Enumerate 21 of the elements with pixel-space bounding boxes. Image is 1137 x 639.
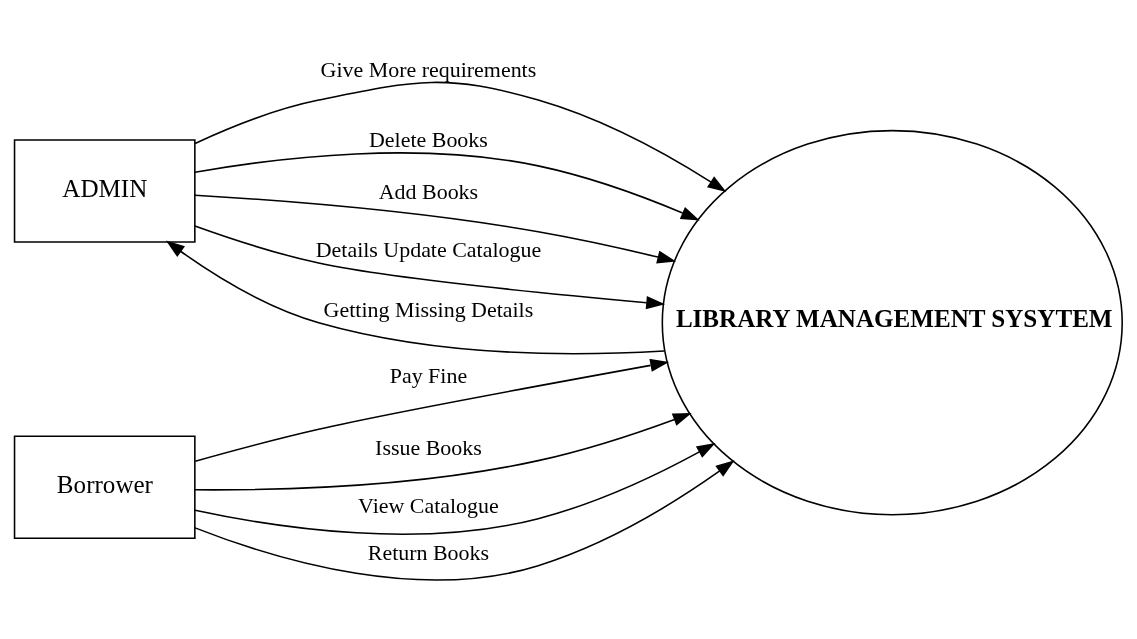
arrow (194, 412, 692, 491)
edge-label: Issue Books (375, 434, 482, 460)
arrow (194, 459, 735, 581)
edge-label: Give More requirements (320, 56, 537, 82)
edge-label: Details Update Catalogue (315, 236, 542, 262)
node-ellipse: LIBRARY MANAGEMENT SYSYTEM (661, 129, 1123, 515)
arrow (165, 240, 665, 354)
edge-label: Return Books (367, 539, 490, 565)
edge-label: Delete Books (369, 126, 488, 152)
arrow (194, 81, 727, 192)
node-box: Borrower (13, 435, 196, 539)
edge-label: Pay Fine (389, 362, 468, 388)
arrow (194, 358, 670, 462)
arrow (194, 442, 716, 535)
arrow (194, 151, 700, 220)
edge-label: View Catalogue (358, 492, 499, 518)
edge-label: Getting Missing Details (323, 296, 534, 322)
node-box: ADMIN (13, 138, 196, 243)
edge-label: Add Books (378, 178, 479, 204)
arrow (194, 224, 666, 309)
arrow (194, 193, 677, 263)
